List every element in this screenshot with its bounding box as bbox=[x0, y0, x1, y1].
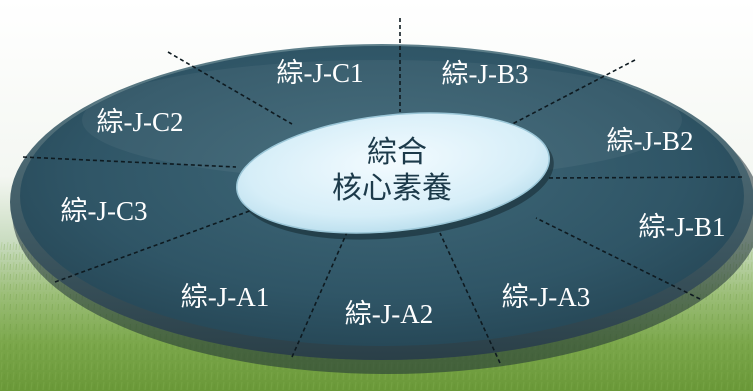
divider-line bbox=[291, 229, 349, 358]
segment-label-a2: 綜-J-A2 bbox=[345, 299, 434, 329]
divider-line bbox=[535, 217, 701, 300]
segment-label-b2: 綜-J-B2 bbox=[607, 126, 694, 156]
segment-label-c2: 綜-J-C2 bbox=[97, 107, 184, 137]
center-label-line1: 綜合 bbox=[367, 135, 427, 170]
divider-lines bbox=[22, 18, 743, 364]
center-ellipse bbox=[235, 112, 551, 234]
segment-label-a3: 綜-J-A3 bbox=[502, 282, 591, 312]
divider-line bbox=[22, 156, 237, 168]
divider-line bbox=[54, 204, 267, 283]
segment-label-c1: 綜-J-C1 bbox=[277, 58, 364, 88]
segment-label-b1: 綜-J-B1 bbox=[639, 212, 726, 242]
divider-line bbox=[439, 232, 501, 364]
center-label-line2: 核心素養 bbox=[332, 171, 452, 206]
segment-label-a1: 綜-J-A1 bbox=[181, 282, 270, 312]
divider-line bbox=[547, 176, 743, 179]
center-node bbox=[235, 112, 554, 240]
divider-line bbox=[167, 51, 293, 125]
segment-label-c3: 綜-J-C3 bbox=[61, 196, 148, 226]
segment-label-b3: 綜-J-B3 bbox=[442, 59, 529, 89]
divider-line bbox=[496, 59, 636, 133]
